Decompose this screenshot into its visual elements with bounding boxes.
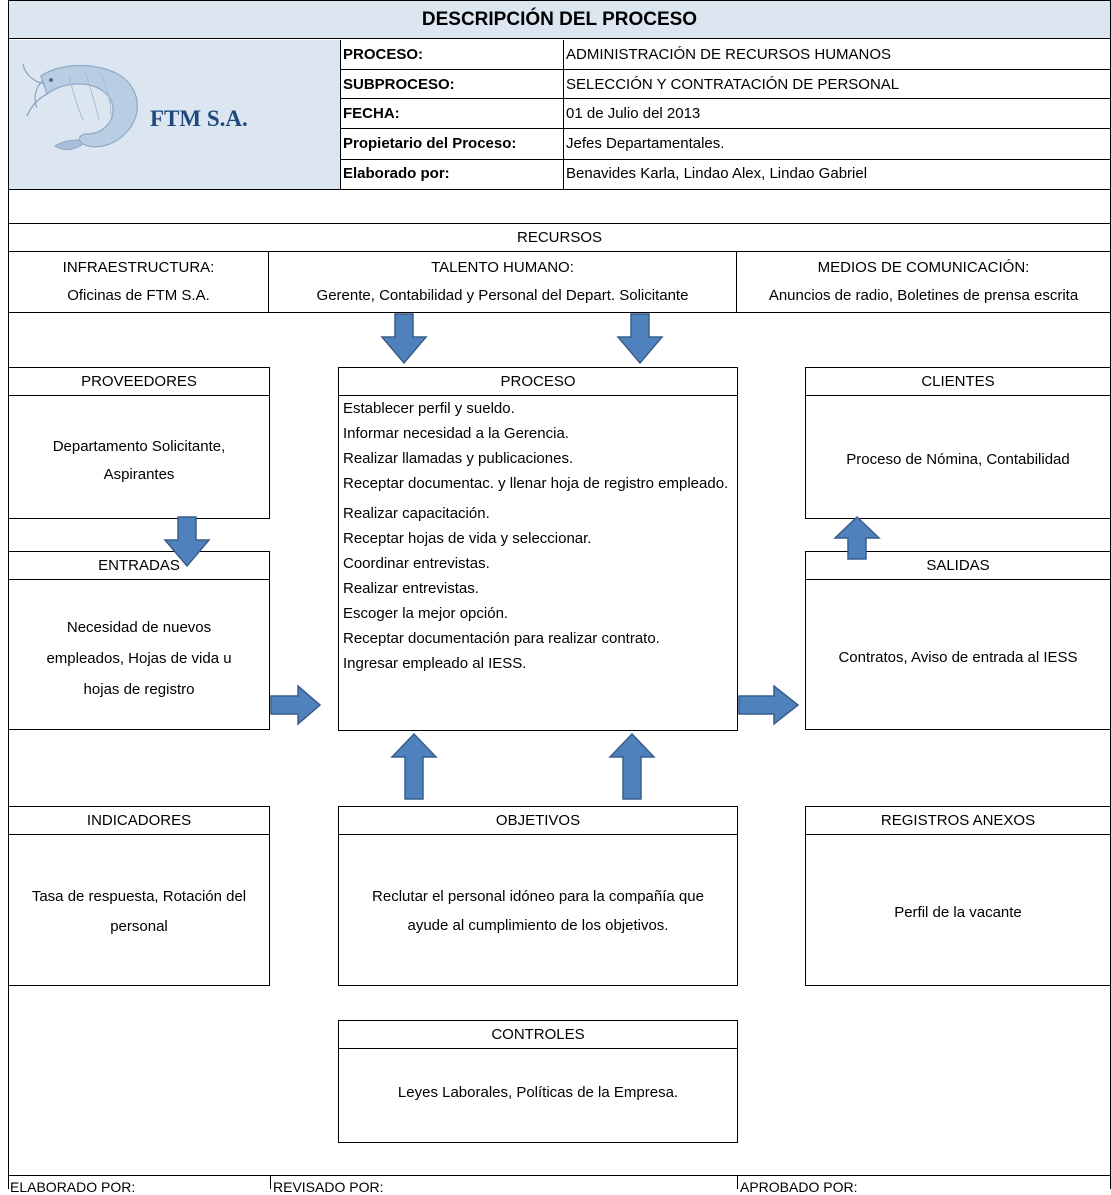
proceso-step: Receptar documentac. y llenar hoja de re… — [343, 475, 729, 492]
infraestructura-label: INFRAESTRUCTURA: — [62, 259, 215, 276]
registros-title: REGISTROS ANEXOS — [806, 807, 1110, 835]
info-row-line-4 — [340, 159, 1111, 160]
salidas-title: SALIDAS — [806, 552, 1110, 580]
indicadores-title: INDICADORES — [9, 807, 269, 835]
footer-top-line — [8, 1175, 1111, 1176]
objetivos-line-2: ayude al cumplimiento de los objetivos. — [407, 917, 669, 934]
indicadores-line-1: Tasa de respuesta, Rotación del — [31, 888, 247, 905]
proceso-box: PROCESO Establecer perfil y sueldo. Info… — [338, 367, 738, 731]
proceso-steps: Establecer perfil y sueldo. Informar nec… — [343, 396, 728, 676]
info-divider-2 — [563, 40, 564, 190]
arrow-up-icon — [608, 733, 656, 800]
objetivos-box: OBJETIVOS Reclutar el personal idóneo pa… — [338, 806, 738, 986]
entradas-line-3: hojas de registro — [83, 681, 195, 698]
proceso-step: Escoger la mejor opción. — [343, 605, 509, 622]
proveedores-line-1: Departamento Solicitante, — [52, 438, 226, 455]
recursos-bottom-line — [8, 312, 1111, 313]
recursos-divider-2 — [736, 251, 737, 313]
talento-value: Gerente, Contabilidad y Personal del Dep… — [316, 287, 689, 304]
recursos-header-line — [8, 251, 1111, 252]
info-value-subproceso: SELECCIÓN Y CONTRATACIÓN DE PERSONAL — [566, 76, 900, 93]
info-row-line-3 — [340, 128, 1111, 129]
logo-area: FTM S.A. — [9, 40, 340, 189]
info-value-proceso: ADMINISTRACIÓN DE RECURSOS HUMANOS — [566, 46, 892, 63]
registros-text: Perfil de la vacante — [894, 904, 1022, 921]
entradas-line-1: Necesidad de nuevos — [66, 619, 212, 636]
talento-label: TALENTO HUMANO: — [431, 259, 574, 276]
indicadores-box: INDICADORES Tasa de respuesta, Rotación … — [8, 806, 270, 986]
objetivos-line-1: Reclutar el personal idóneo para la comp… — [372, 888, 704, 905]
proveedores-box: PROVEEDORES Departamento Solicitante, As… — [8, 367, 270, 519]
arrow-right-icon — [738, 684, 800, 726]
logo-text: FTM S.A. — [150, 106, 248, 131]
salidas-box: SALIDAS Contratos, Aviso de entrada al I… — [805, 551, 1111, 730]
clientes-text: Proceso de Nómina, Contabilidad — [846, 451, 1070, 468]
salidas-text: Contratos, Aviso de entrada al IESS — [838, 649, 1078, 666]
info-label-fecha: FECHA: — [343, 105, 400, 122]
footer-aprobado: APROBADO POR: — [740, 1179, 858, 1195]
footer-divider-2 — [737, 1175, 738, 1189]
shrimp-logo-icon — [22, 63, 138, 151]
medios-value: Anuncios de radio, Boletines de prensa e… — [768, 287, 1079, 304]
info-label-proceso: PROCESO: — [343, 46, 424, 63]
entradas-box: ENTRADAS Necesidad de nuevos empleados, … — [8, 551, 270, 730]
proceso-step: Realizar llamadas y publicaciones. — [343, 450, 574, 467]
info-label-propietario: Propietario del Proceso: — [343, 135, 517, 152]
footer-elaborado: ELABORADO POR: — [10, 1179, 136, 1195]
proceso-step: Informar necesidad a la Gerencia. — [343, 425, 569, 442]
controles-text: Leyes Laborales, Políticas de la Empresa… — [397, 1084, 679, 1101]
info-value-elaborado: Benavides Karla, Lindao Alex, Lindao Gab… — [566, 165, 868, 182]
controles-title: CONTROLES — [339, 1021, 737, 1049]
proceso-step: Realizar entrevistas. — [343, 580, 479, 597]
arrow-up-icon — [390, 733, 438, 800]
infraestructura-value: Oficinas de FTM S.A. — [67, 287, 210, 304]
proveedores-line-2: Aspirantes — [103, 466, 175, 483]
entradas-line-2: empleados, Hojas de vida u — [46, 650, 232, 667]
arrow-down-icon — [616, 313, 664, 365]
proveedores-title: PROVEEDORES — [9, 368, 269, 396]
info-divider-1 — [340, 40, 341, 190]
recursos-title: RECURSOS — [516, 229, 602, 246]
recursos-divider-1 — [268, 251, 269, 313]
arrow-right-icon — [270, 684, 322, 726]
info-label-elaborado: Elaborado por: — [343, 165, 450, 182]
page-title: DESCRIPCIÓN DEL PROCESO — [421, 9, 698, 30]
info-label-subproceso: SUBPROCESO: — [343, 76, 455, 93]
indicadores-line-2: personal — [110, 918, 168, 935]
entradas-title: ENTRADAS — [9, 552, 269, 580]
proceso-title: PROCESO — [339, 368, 737, 396]
arrow-down-icon — [380, 313, 428, 365]
objetivos-title: OBJETIVOS — [339, 807, 737, 835]
medios-label: MEDIOS DE COMUNICACIÓN: — [817, 259, 1030, 276]
footer-revisado: REVISADO POR: — [273, 1179, 384, 1195]
arrow-up-icon — [833, 516, 881, 560]
proceso-step: Establecer perfil y sueldo. — [343, 400, 515, 417]
proceso-step: Receptar hojas de vida y seleccionar. — [343, 530, 592, 547]
footer-divider-1 — [270, 1175, 271, 1189]
proceso-step: Receptar documentación para realizar con… — [343, 630, 660, 647]
proceso-step: Realizar capacitación. — [343, 505, 490, 522]
clientes-title: CLIENTES — [806, 368, 1110, 396]
clientes-box: CLIENTES Proceso de Nómina, Contabilidad — [805, 367, 1111, 519]
info-value-propietario: Jefes Departamentales. — [566, 135, 725, 152]
arrow-down-icon — [163, 516, 211, 568]
info-row-line-1 — [340, 69, 1111, 70]
proceso-step: Ingresar empleado al IESS. — [343, 655, 527, 672]
info-bottom-line — [8, 189, 1111, 190]
recursos-top-line — [8, 223, 1111, 224]
proceso-step: Coordinar entrevistas. — [343, 555, 490, 572]
title-bar: DESCRIPCIÓN DEL PROCESO — [9, 1, 1110, 39]
top-border — [8, 0, 1111, 1]
info-value-fecha: 01 de Julio del 2013 — [566, 105, 701, 122]
registros-box: REGISTROS ANEXOS Perfil de la vacante — [805, 806, 1111, 986]
controles-box: CONTROLES Leyes Laborales, Políticas de … — [338, 1020, 738, 1143]
info-row-line-2 — [340, 98, 1111, 99]
